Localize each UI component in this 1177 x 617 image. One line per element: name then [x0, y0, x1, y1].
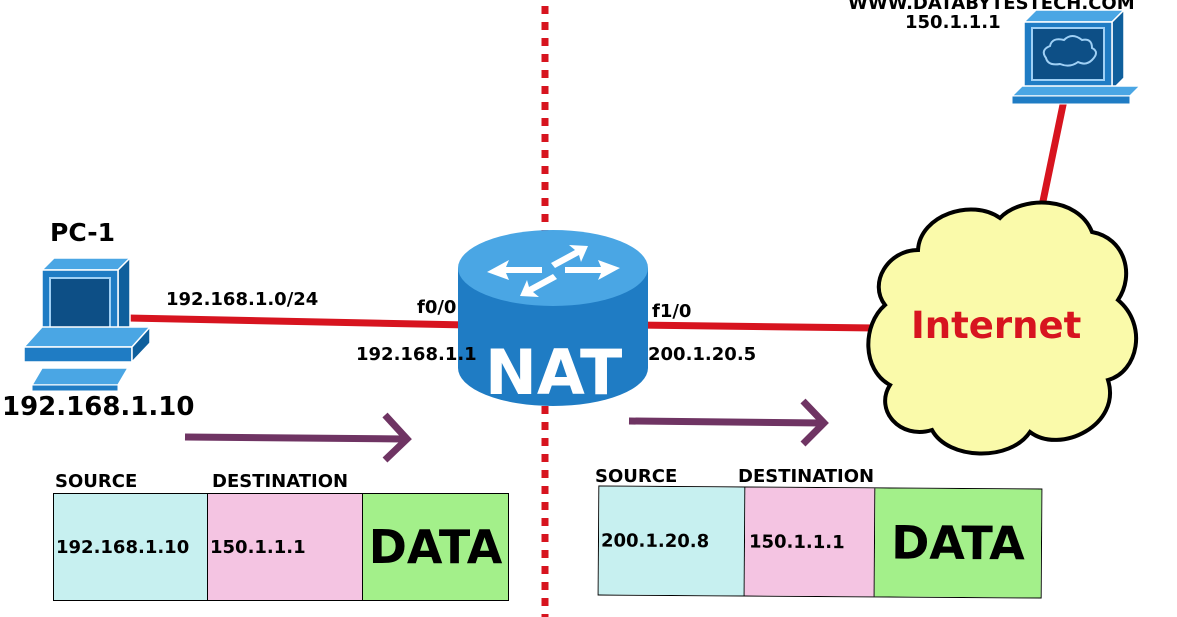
link-internet-server: [1038, 99, 1068, 207]
internet-label: Internet: [911, 304, 1082, 347]
link-router-internet: [634, 321, 877, 332]
packet-before-destination: 150.1.1.1: [208, 494, 363, 600]
packet-after-destination-header: DESTINATION: [738, 466, 875, 487]
router-label: NAT: [485, 336, 623, 409]
inside-ip: 192.168.1.1: [356, 344, 477, 365]
packet-before-data: DATA: [363, 494, 508, 600]
packet-before-source-header: SOURCE: [55, 471, 138, 492]
server-icon: [1010, 8, 1142, 105]
outside-ip: 200.1.20.5: [648, 344, 757, 365]
packet-after-data: DATA: [874, 488, 1042, 598]
packet-after-destination: 150.1.1.1: [744, 487, 876, 597]
arrow-left: [184, 412, 412, 463]
packet-before-destination-header: DESTINATION: [212, 471, 349, 492]
pc-icon: [22, 256, 152, 392]
server-url: WWW.DATABYTESTECH.COM: [848, 0, 1135, 14]
inside-interface: f0/0: [417, 297, 457, 318]
internet-cloud-icon: [866, 200, 1138, 456]
outside-interface: f1/0: [652, 301, 692, 322]
pc-ip: 192.168.1.10: [2, 392, 195, 422]
lan-network: 192.168.1.0/24: [166, 289, 319, 310]
packet-before-source: 192.168.1.10: [54, 494, 208, 600]
server-ip: 150.1.1.1: [905, 12, 1001, 33]
packet-before: 192.168.1.10 150.1.1.1 DATA: [53, 493, 509, 601]
pc-name: PC-1: [50, 218, 116, 247]
link-pc-router: [127, 314, 469, 329]
arrow-right: [628, 398, 829, 447]
router-icon: [458, 230, 648, 406]
packet-after: 200.1.20.8 150.1.1.1 DATA: [597, 485, 1043, 599]
packet-after-source: 200.1.20.8: [598, 486, 746, 596]
packet-after-source-header: SOURCE: [595, 466, 678, 487]
